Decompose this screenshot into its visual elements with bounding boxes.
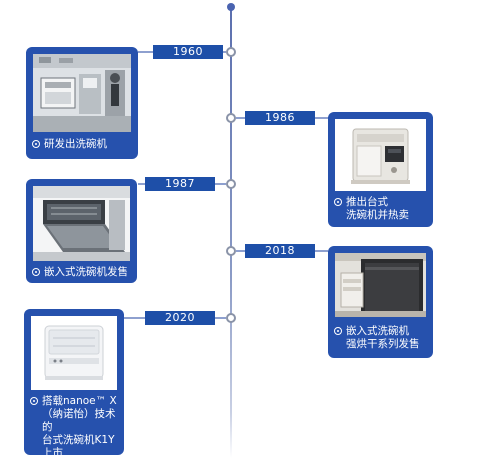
- timeline-start-dot: [227, 3, 235, 11]
- timeline-node-1986: [226, 113, 236, 123]
- built-in-dishwasher-dark: [335, 253, 426, 317]
- timeline-card-1987: 嵌入式洗碗机发售: [26, 179, 137, 283]
- caption-1987: 嵌入式洗碗机发售: [32, 266, 133, 279]
- timeline-card-2018: 嵌入式洗碗机 强烘干系列发售: [328, 246, 433, 358]
- caption-2018: 嵌入式洗碗机 强烘干系列发售: [334, 325, 429, 351]
- timeline-node-1987: [226, 179, 236, 189]
- circle-bullet-icon: [30, 397, 38, 405]
- caption-2020: 搭载nanoe™ X （纳诺怡）技术的 台式洗碗机K1Y 上市: [30, 395, 120, 460]
- year-label-2018: 2018: [245, 244, 315, 258]
- timeline-node-2018: [226, 246, 236, 256]
- circle-bullet-icon: [334, 198, 342, 206]
- timeline-card-1960: 研发出洗碗机: [26, 47, 138, 159]
- circle-bullet-icon: [334, 327, 342, 335]
- timeline-card-1986: 推出台式 洗碗机并热卖: [328, 112, 433, 227]
- caption-1960: 研发出洗碗机: [32, 138, 134, 151]
- white-countertop-dishwasher: [31, 316, 117, 390]
- year-label-1960: 1960: [153, 45, 223, 59]
- timeline-card-2020: 搭载nanoe™ X （纳诺怡）技术的 台式洗碗机K1Y 上市: [24, 309, 124, 459]
- vintage-factory-photo: [33, 54, 131, 132]
- circle-bullet-icon: [32, 268, 40, 276]
- countertop-dishwasher-1986: [335, 119, 426, 191]
- caption-1986: 推出台式 洗碗机并热卖: [334, 196, 429, 222]
- year-label-2020: 2020: [145, 311, 215, 325]
- timeline-spine: [230, 7, 232, 458]
- timeline-node-1960: [226, 47, 236, 57]
- circle-bullet-icon: [32, 140, 40, 148]
- year-label-1986: 1986: [245, 111, 315, 125]
- timeline-node-2020: [226, 313, 236, 323]
- built-in-dishwasher-open: [33, 186, 130, 261]
- year-label-1987: 1987: [145, 177, 215, 191]
